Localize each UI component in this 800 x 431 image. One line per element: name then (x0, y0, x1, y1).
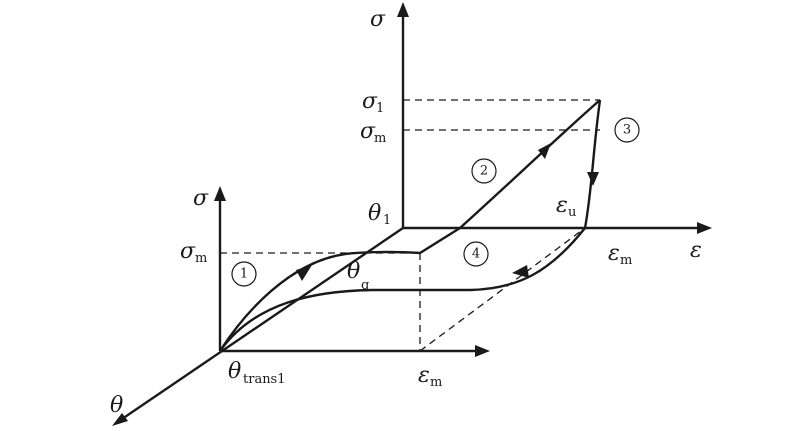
svg-text:m: m (620, 253, 632, 268)
epsilon-axis-upper-arrow-icon (697, 222, 712, 234)
svg-text:σ: σ (360, 119, 376, 144)
epsilon-u-label: ε u (556, 193, 576, 220)
step-marker-1-label: 1 (240, 267, 248, 282)
theta-g-label: θ g (347, 259, 369, 293)
axes (112, 2, 712, 426)
step-marker-1: 1 (231, 261, 257, 287)
step3-direction-arrow-icon (587, 172, 599, 186)
epsilon-m-right-label: ε m (608, 241, 632, 268)
svg-text:trans1: trans1 (243, 372, 286, 387)
svg-text:m: m (195, 251, 207, 266)
sigma-axis-lower-label: σ (193, 186, 209, 211)
svg-text:ε: ε (418, 363, 430, 388)
epsilon-axis-lower-arrow-icon (475, 345, 490, 357)
theta-axis (121, 227, 404, 420)
sigma-axis-lower-arrow-icon (214, 186, 226, 201)
sigma-m-lower-label: σ m (180, 239, 207, 266)
theta-trans1-label: θ trans1 (228, 359, 286, 387)
cycle-curves (218, 99, 602, 352)
svg-text:g: g (361, 278, 369, 293)
step-marker-2-label: 2 (480, 164, 488, 179)
step1-direction-arrow-icon (296, 265, 312, 281)
sigma-axis-upper-label: σ (370, 7, 386, 32)
epsilon-m-bottom-label: ε m (418, 363, 442, 390)
svg-text:σ: σ (180, 239, 196, 264)
theta-axis-arrow-icon (112, 413, 128, 426)
svg-text:1: 1 (383, 213, 391, 228)
guide-box-bottom-diagonal (419, 227, 586, 352)
svg-text:1: 1 (376, 101, 384, 116)
step2-direction-arrow-icon (538, 143, 551, 159)
curve-step1-lower (219, 227, 586, 352)
svg-text:θ: θ (228, 359, 241, 384)
svg-text:u: u (568, 205, 576, 220)
curve-step3-unloading (583, 99, 602, 229)
svg-text:σ: σ (362, 89, 378, 114)
svg-text:θ: θ (368, 201, 381, 226)
svg-text:ε: ε (556, 193, 568, 218)
curve-step2-cooling (459, 99, 601, 229)
step-marker-4: 4 (463, 241, 489, 267)
sigma-m-upper-label: σ m (360, 119, 386, 146)
curve-step1-loading (218, 226, 461, 352)
theta-axis-label: θ (110, 393, 123, 418)
sigma-1-label: σ 1 (362, 89, 384, 116)
epsilon-axis-label: ε (690, 238, 702, 263)
svg-text:θ: θ (347, 259, 360, 284)
step-marker-3-label: 3 (623, 123, 631, 138)
step-marker-2: 2 (471, 158, 497, 184)
step-marker-3: 3 (614, 117, 640, 143)
theta-1-label: θ 1 (368, 201, 391, 228)
step-marker-4-label: 4 (472, 247, 480, 262)
sigma-axis-upper-arrow-icon (397, 2, 409, 17)
svg-text:m: m (374, 131, 386, 146)
svg-text:ε: ε (608, 241, 620, 266)
svg-text:m: m (430, 375, 442, 390)
step4-direction-arrow-icon (512, 265, 529, 278)
